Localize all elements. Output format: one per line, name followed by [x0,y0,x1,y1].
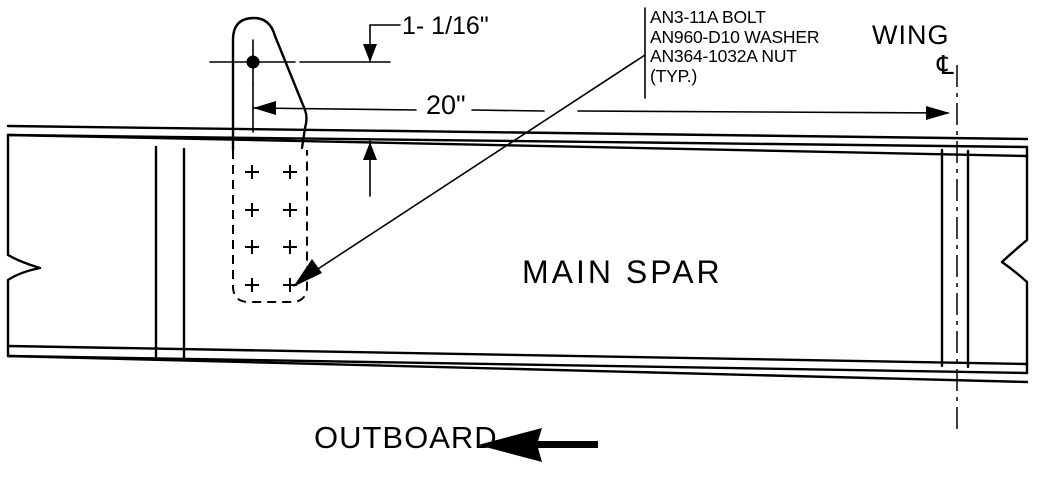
dimension-20-inch [252,83,950,133]
callout-line-washer: AN960-D10 WASHER [650,26,820,47]
bolt-mark [245,278,259,292]
bolt-mark [283,203,297,217]
dimension-label-20-inch: 20" [426,90,466,120]
outboard-label: OUTBOARD [314,420,498,455]
spar-bottom-flange [6,344,1029,384]
right-stiffener [940,148,970,369]
centerline-icon: ℄ [937,50,954,80]
main-spar-label: MAIN SPAR [522,254,723,290]
arrow-left-icon [478,428,598,462]
bolt-mark [283,240,297,254]
bolt-mark [245,203,259,217]
bolt-mark [245,165,259,179]
dimension-1-1-16 [299,24,401,197]
left-break-line [6,133,42,358]
callout-line-bolt: AN3-11A BOLT [650,7,766,27]
hardware-callout: AN3-11A BOLT AN960-D10 WASHER AN364-1032… [650,7,820,86]
right-break-line [1000,145,1029,375]
callout-leader [293,7,646,287]
bolt-pattern [245,165,297,292]
fitting-outline [231,16,308,152]
wing-label: WING [872,20,950,50]
bolt-mark [283,165,297,179]
callout-line-typ: (TYP.) [650,65,698,86]
callout-line-nut: AN364-1032A NUT [650,46,797,66]
bolt-mark [245,240,259,254]
left-stiffener [154,145,186,362]
doubler-plate-hidden [232,150,308,303]
spar-top-flange [6,124,1029,158]
dimension-label-1-1-16: 1- 1/16" [402,12,489,40]
